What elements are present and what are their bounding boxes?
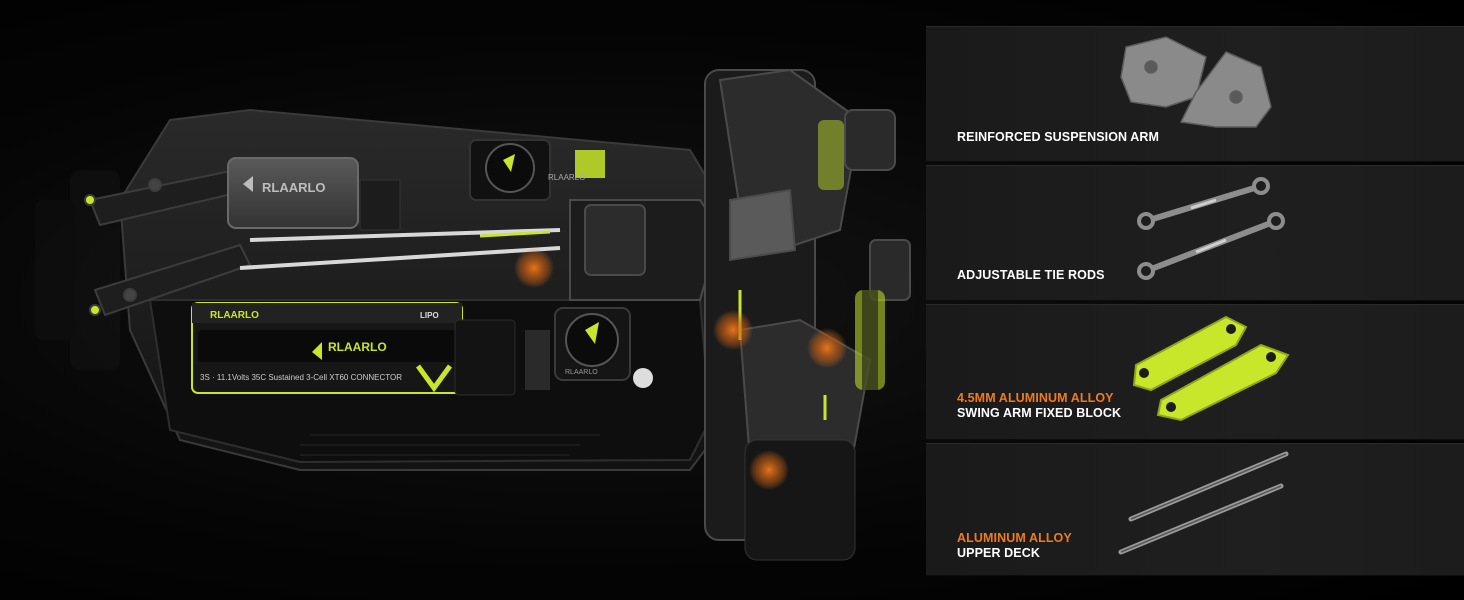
hotspot-marker [514,248,554,288]
swing-arm-block-image [1132,315,1290,422]
suspension-arm-image [1120,36,1272,128]
svg-text:RLAARLO: RLAARLO [210,310,259,321]
feature-title: REINFORCED SUSPENSION ARM [957,130,1159,145]
svg-text:LIPO: LIPO [420,311,439,320]
feature-panel-tie-rods: ADJUSTABLE TIE RODS [926,165,1464,301]
motor-fan-top: RLAARLO [469,139,605,201]
feature-title-line1: ALUMINUM ALLOY [957,531,1072,545]
hotspot-marker [749,450,789,490]
svg-text:RLAARLO: RLAARLO [565,369,598,376]
receiver-box: RLAARLO [227,157,401,231]
upper-deck-rods [239,228,561,270]
feature-title: ALUMINUM ALLOY UPPER DECK [957,531,1072,561]
rc-chassis-image: RLAARLO RLAARLO RLAARLO LIPO [84,68,911,561]
feature-title-line2: UPPER DECK [957,546,1040,560]
feature-panel-suspension-arm: REINFORCED SUSPENSION ARM [926,26,1464,162]
svg-text:RLAARLO: RLAARLO [328,340,387,354]
svg-text:RLAARLO: RLAARLO [262,180,326,195]
shock-absorbers [818,120,885,390]
tie-rods-image [1137,177,1285,280]
feature-title: 4.5MM ALUMINUM ALLOY SWING ARM FIXED BLO… [957,391,1121,421]
hotspot-marker [807,328,847,368]
svg-text:RLAARLO: RLAARLO [548,173,585,182]
feature-panel-upper-deck: ALUMINUM ALLOY UPPER DECK [926,443,1464,576]
feature-title-line1: REINFORCED SUSPENSION ARM [957,130,1160,144]
svg-text:3S · 11.1Volts 35C Sustained: 3S · 11.1Volts 35C Sustained 3-Cell XT60… [200,373,402,382]
feature-title: ADJUSTABLE TIE RODS [957,268,1105,283]
hotspot-marker [713,310,753,350]
esc-fan: RLAARLO [525,307,653,390]
feature-title-line2: SWING ARM FIXED BLOCK [957,406,1122,420]
upper-deck-image [1118,451,1289,555]
hotspot-markers [514,248,847,490]
feature-title-line1: 4.5MM ALUMINUM ALLOY [957,391,1114,405]
feature-panel-swing-arm-block: 4.5MM ALUMINUM ALLOY SWING ARM FIXED BLO… [926,304,1464,440]
battery-pack: RLAARLO LIPO RLAARLO 3S · 11.1Volts 35C … [191,302,516,396]
feature-title-line1: ADJUSTABLE TIE RODS [957,268,1105,282]
left-suspension [84,163,272,317]
